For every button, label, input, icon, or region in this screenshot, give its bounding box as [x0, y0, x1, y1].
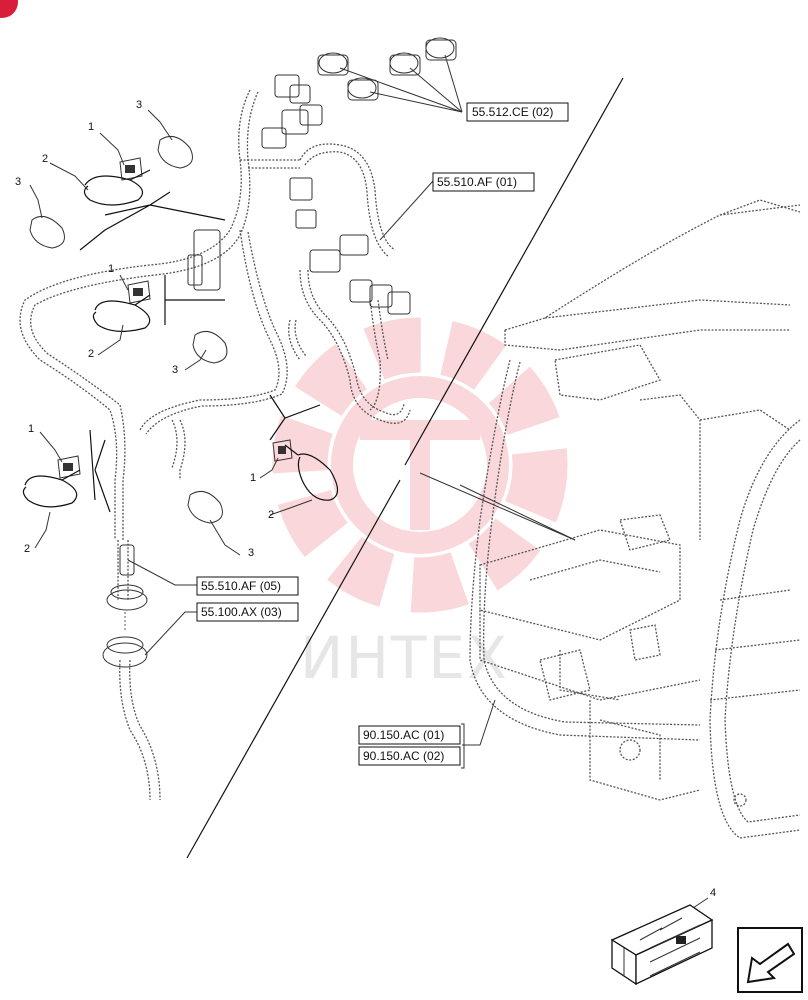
item-number-3: 3: [248, 547, 254, 559]
item-number-1: 1: [88, 121, 94, 133]
watermark-logo: [272, 317, 568, 613]
cable-tie-icon: [29, 135, 228, 524]
cable-tie-icon: [22, 169, 339, 508]
item-number-3: 3: [172, 364, 178, 376]
separator-line: [186, 479, 401, 859]
connector-icon: [317, 37, 457, 101]
cab-frame: [469, 199, 801, 839]
item-number-2: 2: [88, 348, 94, 360]
ref-label-text: 55.100.AX (03): [201, 605, 282, 619]
item-number-2: 2: [268, 509, 274, 521]
item-number-2: 2: [42, 153, 48, 165]
item-number-4: 4: [710, 887, 716, 899]
ref-label-55-100-ax-03[interactable]: 55.100.AX (03): [196, 602, 299, 622]
item-number-1: 1: [28, 423, 34, 435]
item-number-3: 3: [136, 99, 142, 111]
ref-label-text: 55.512.CE (02): [472, 105, 553, 119]
item-number-1: 1: [250, 472, 256, 484]
ref-label-55-510-af-05[interactable]: 55.510.AF (05): [196, 576, 299, 596]
ref-label-text: 90.150.AC (01): [363, 728, 444, 742]
corner-badge: [0, 0, 18, 18]
ref-label-55-512-ce-02[interactable]: 55.512.CE (02): [466, 102, 569, 122]
group-bracket: [79, 191, 321, 513]
navigation-arrow-icon[interactable]: [737, 927, 803, 993]
ref-label-90-150-ac-01[interactable]: 90.150.AC (01): [358, 725, 461, 745]
clip-mount-icon: [57, 157, 293, 479]
wiring-harness: [19, 89, 411, 801]
ref-label-55-510-af-01[interactable]: 55.510.AF (01): [432, 172, 535, 192]
watermark-text: ИНТЕХ: [300, 624, 509, 692]
leader-lines: [29, 54, 709, 911]
item-number-3: 3: [15, 176, 21, 188]
ref-label-text: 55.510.AF (05): [201, 579, 281, 593]
ref-label-90-150-ac-02[interactable]: 90.150.AC (02): [358, 746, 461, 766]
connector-icon: [187, 74, 411, 315]
item-number-1: 1: [108, 263, 114, 275]
ref-label-text: 55.510.AF (01): [437, 175, 517, 189]
ref-label-text: 90.150.AC (02): [363, 749, 444, 763]
item-number-2: 2: [24, 543, 30, 555]
separator-line: [404, 77, 624, 466]
connector-icon: [102, 544, 148, 668]
item-number-labels: 1 2 3 3 1 2 3 1 2 3 1 2 4: [15, 99, 716, 899]
ref-group-bracket: [461, 723, 465, 769]
crate-icon: [610, 904, 714, 986]
